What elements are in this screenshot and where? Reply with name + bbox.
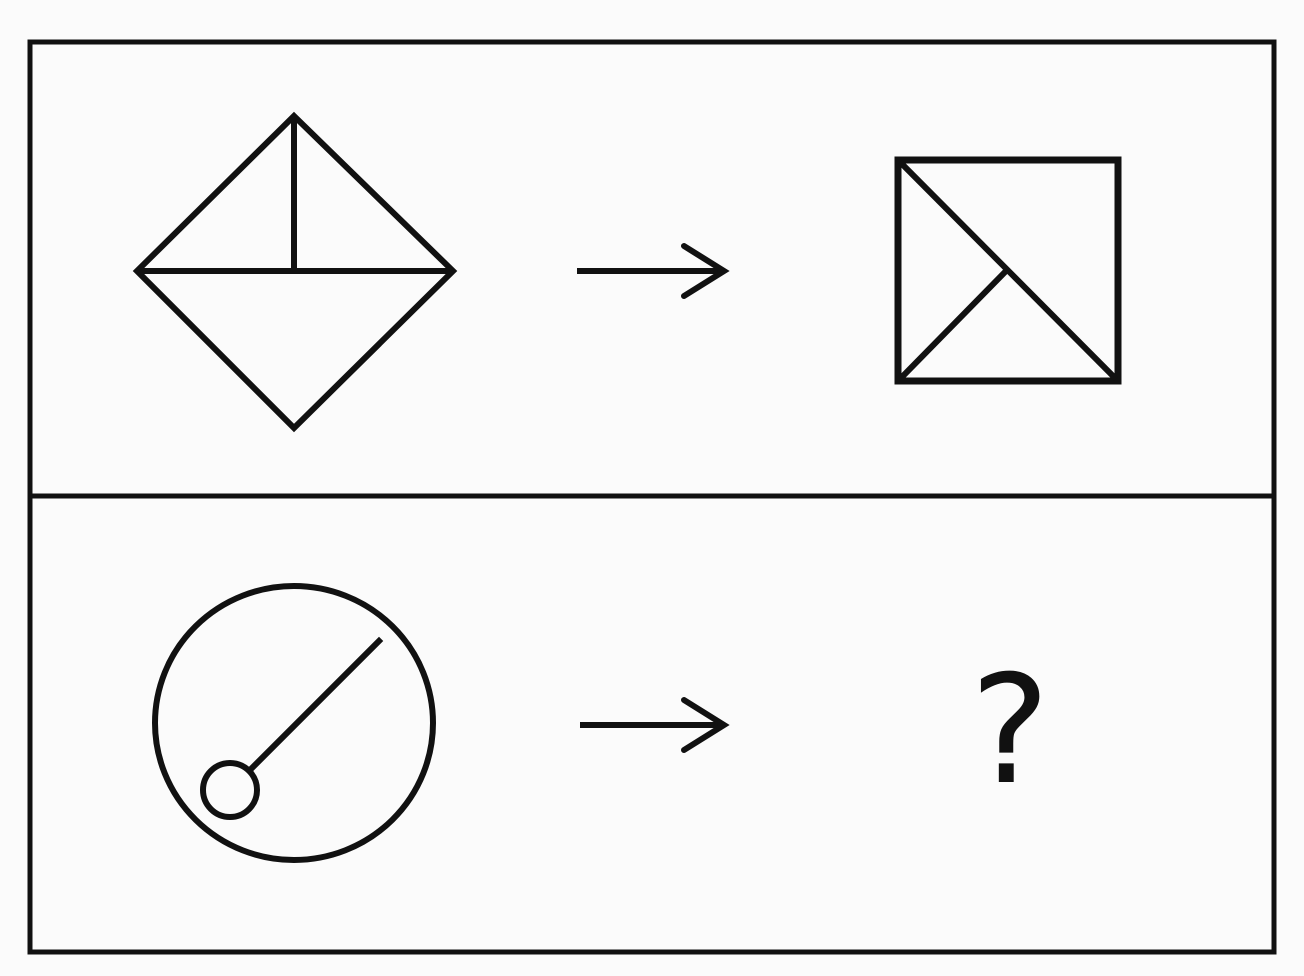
small-circle: [200, 760, 260, 820]
question-arrow-icon: [580, 697, 730, 753]
example-arrow-icon: [577, 243, 730, 299]
large-circle: [152, 583, 436, 863]
example-input-diamond: [132, 111, 458, 433]
example-output-square: [894, 156, 1122, 385]
diagonal-line: [247, 636, 384, 773]
question-input-circle-figure: [152, 583, 436, 863]
answer-placeholder: ?: [970, 644, 1050, 818]
